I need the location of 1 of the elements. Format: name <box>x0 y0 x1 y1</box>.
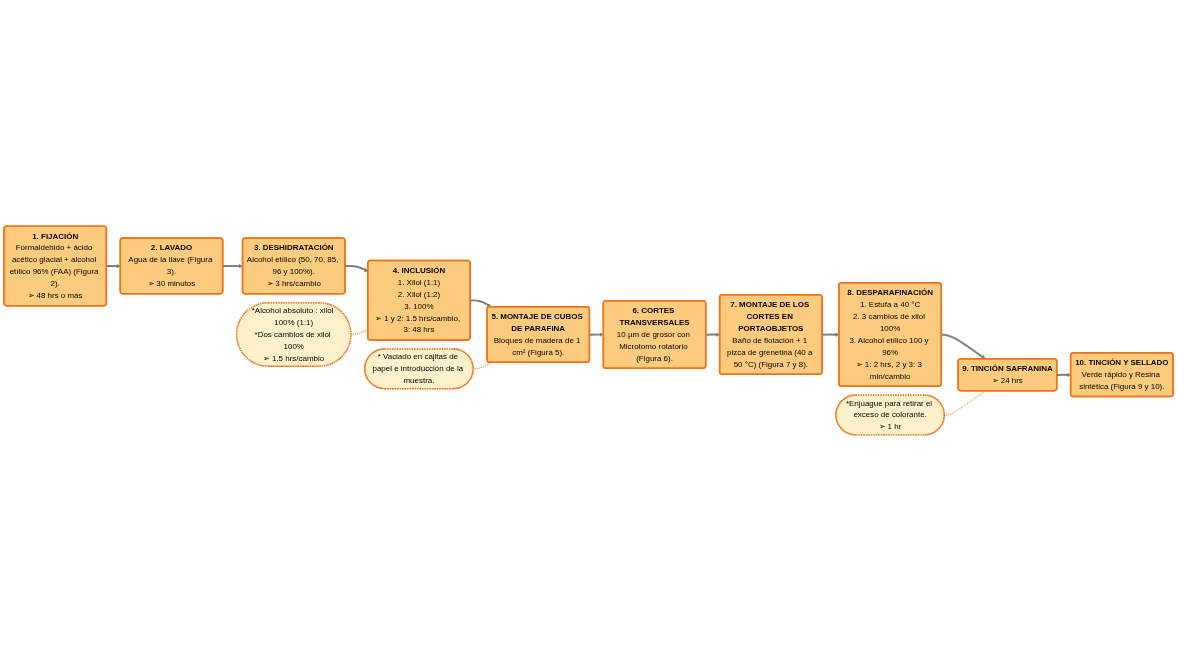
connector <box>944 390 986 416</box>
